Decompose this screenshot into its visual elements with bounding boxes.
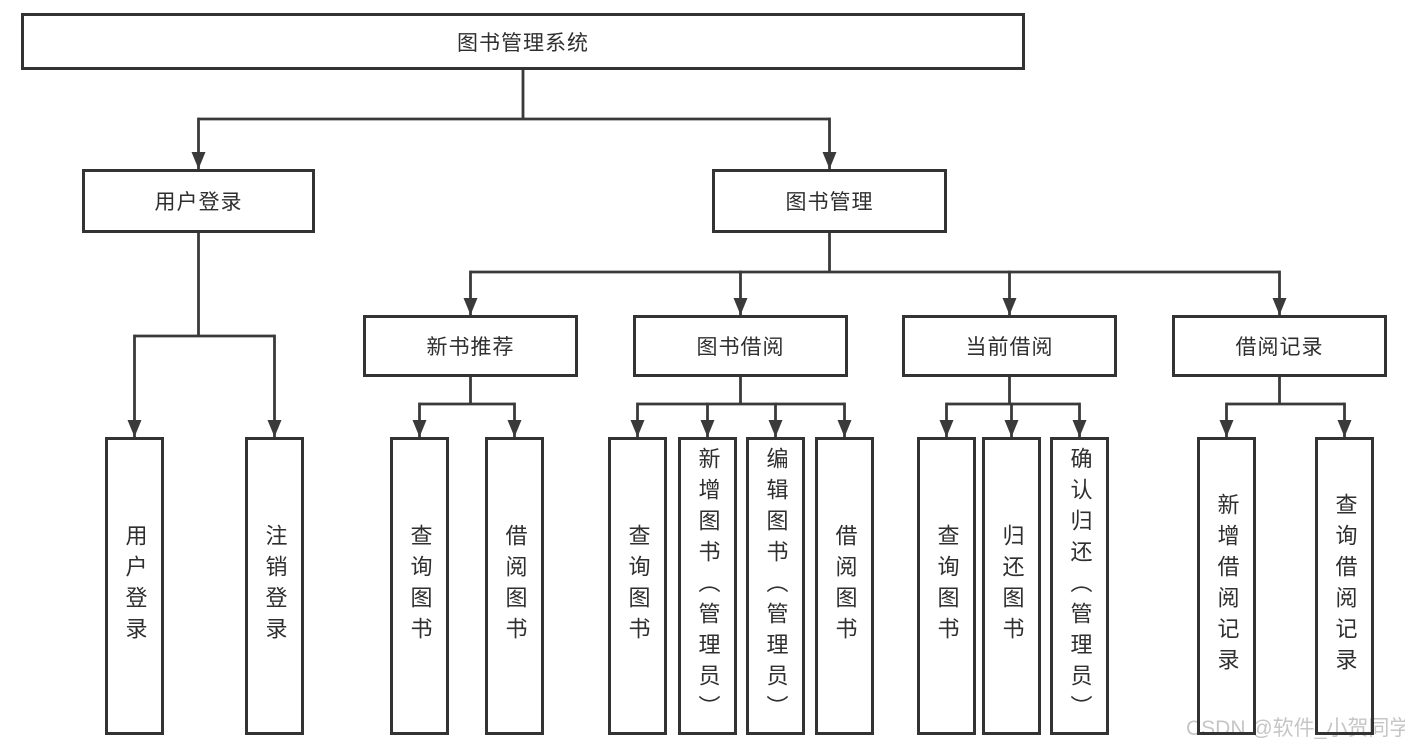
leaf-query-books: 查询图书 <box>390 437 449 735</box>
leaf-edit-books-admin: 编辑图书（管理员） <box>746 437 805 735</box>
leaf-query-books: 查询图书 <box>917 437 976 735</box>
leaf-add-borrow-record: 新增借阅记录 <box>1197 437 1256 735</box>
leaf-borrow-books: 借阅图书 <box>485 437 544 735</box>
leaf-return-books: 归还图书 <box>982 437 1041 735</box>
node-current-borrow: 当前借阅 <box>902 315 1117 377</box>
leaf-confirm-return-admin: 确认归还（管理员） <box>1050 437 1109 735</box>
node-library-system: 图书管理系统 <box>21 13 1025 70</box>
node-user-login: 用户登录 <box>82 169 315 233</box>
leaf-query-borrow-record: 查询借阅记录 <box>1315 437 1374 735</box>
node-borrow-records: 借阅记录 <box>1172 315 1387 377</box>
node-book-borrow: 图书借阅 <box>633 315 848 377</box>
node-new-book-recommend: 新书推荐 <box>363 315 578 377</box>
leaf-borrow-books: 借阅图书 <box>815 437 874 735</box>
leaf-logout: 注销登录 <box>245 437 304 735</box>
node-book-management: 图书管理 <box>712 169 947 233</box>
leaf-user-login: 用户登录 <box>105 437 164 735</box>
leaf-query-books: 查询图书 <box>608 437 667 735</box>
leaf-add-books-admin: 新增图书（管理员） <box>678 437 737 735</box>
